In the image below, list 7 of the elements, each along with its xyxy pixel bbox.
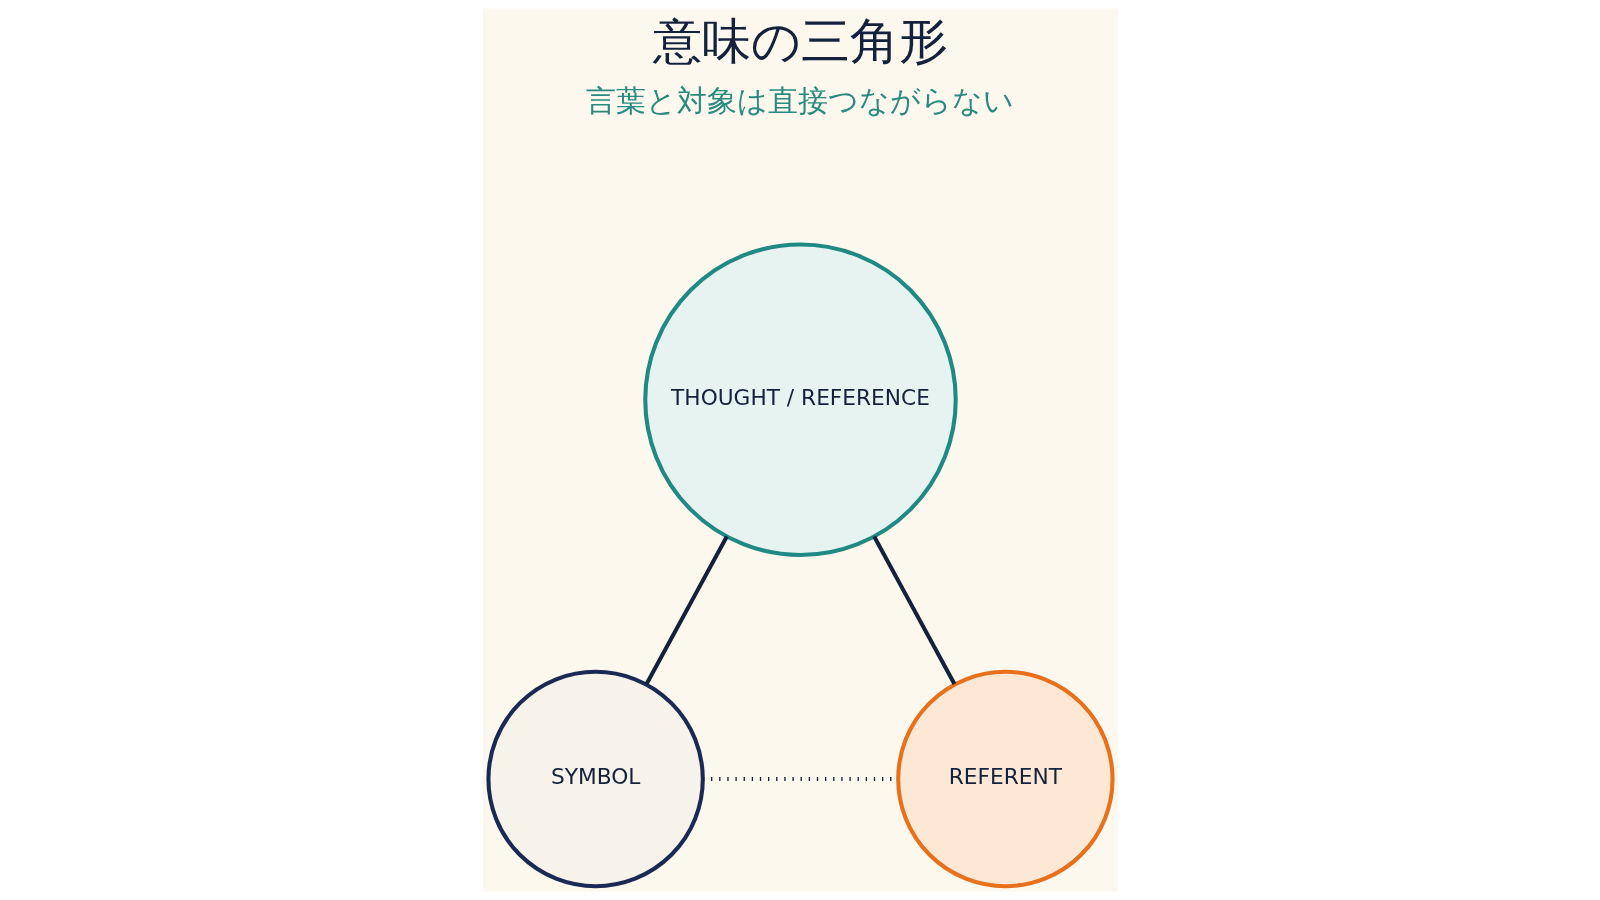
node-circle: REFERENT xyxy=(895,669,1115,889)
diagram-title: 意味の三角形 xyxy=(652,13,948,71)
label: 言葉と対象は直接つながらない xyxy=(586,82,1014,118)
node-circle: SYMBOL xyxy=(485,669,705,889)
connector xyxy=(644,535,729,686)
connector xyxy=(871,535,956,686)
node-circle: THOUGHT / REFERENCE xyxy=(642,242,958,558)
